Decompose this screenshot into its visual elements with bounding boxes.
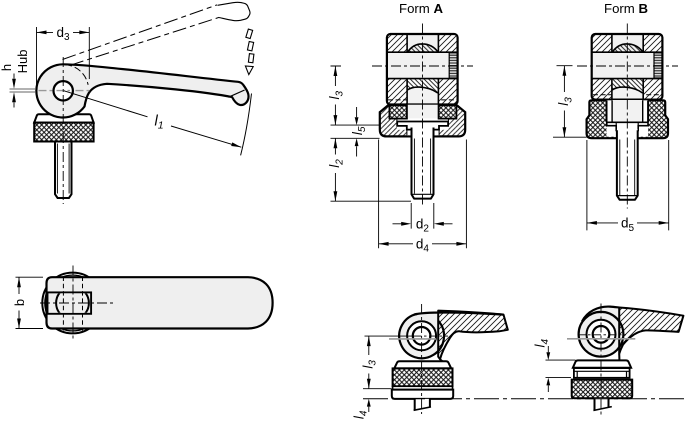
svg-text:h: h xyxy=(0,64,14,71)
svg-text:Form B: Form B xyxy=(604,1,648,16)
svg-text:Form A: Form A xyxy=(399,1,443,16)
svg-text:l3: l3 xyxy=(361,360,379,369)
svg-text:l1: l1 xyxy=(154,114,163,132)
svg-text:l3: l3 xyxy=(556,97,574,106)
svg-text:l4: l4 xyxy=(533,338,551,347)
svg-text:l5: l5 xyxy=(350,126,368,135)
svg-text:l3: l3 xyxy=(327,90,345,99)
svg-text:l4: l4 xyxy=(352,410,370,419)
svg-text:l2: l2 xyxy=(327,159,345,168)
svg-text:b: b xyxy=(12,299,27,306)
svg-text:Hub: Hub xyxy=(15,50,30,74)
